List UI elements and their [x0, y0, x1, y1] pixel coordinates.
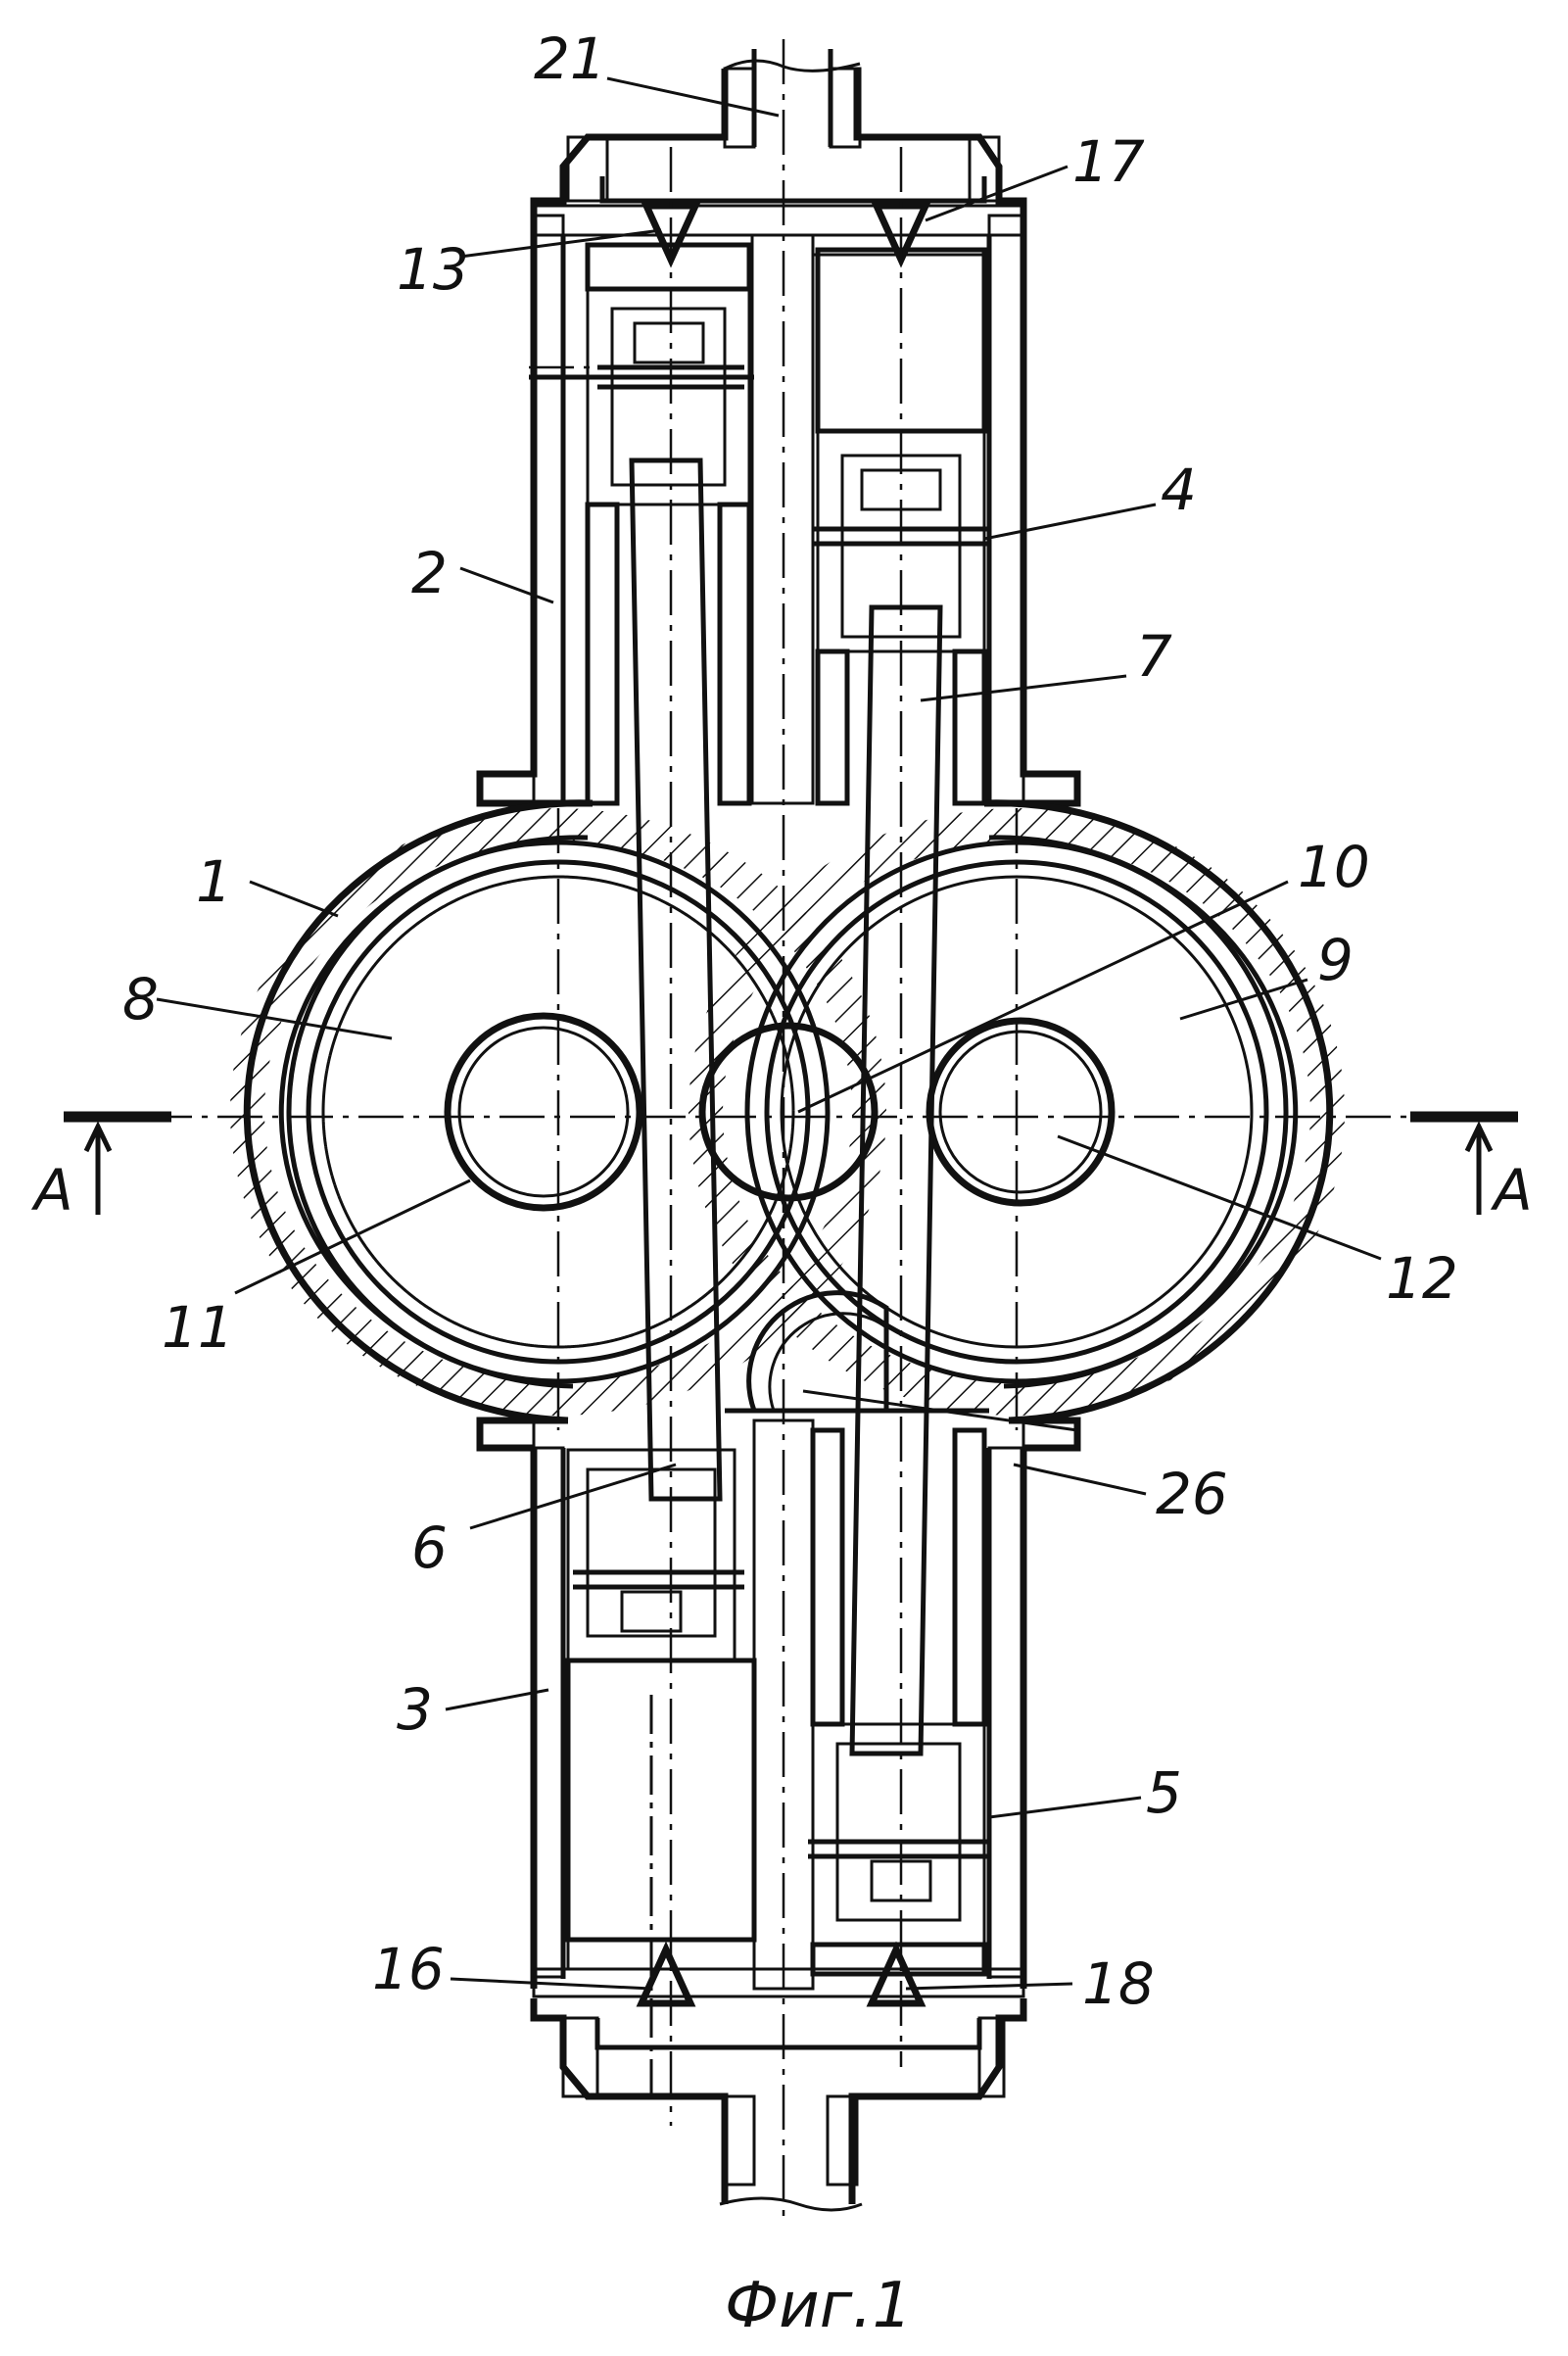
section-label-left: A [30, 1157, 73, 1224]
reference-labels: 21 17 13 4 2 7 10 1 9 8 12 11 26 6 3 5 1… [122, 25, 1458, 2017]
label-8: 8 [122, 966, 159, 1033]
label-6: 6 [411, 1515, 448, 1581]
label-2: 2 [411, 540, 448, 606]
figure-caption: Фиг.1 [725, 2270, 912, 2342]
valve-16 [636, 1941, 696, 2007]
label-1: 1 [196, 848, 232, 915]
label-3: 3 [397, 1676, 433, 1743]
rod-6 [629, 457, 723, 1502]
upper-cover [530, 67, 1027, 216]
upper-housing [476, 204, 1081, 807]
upper-shaft [724, 49, 861, 147]
lower-cover [530, 1998, 1027, 2212]
valve-18 [866, 1941, 927, 2007]
section-label-right: A [1490, 1157, 1533, 1224]
label-26: 26 [1156, 1461, 1228, 1527]
label-7: 7 [1136, 623, 1172, 690]
section-mark-right: A [1410, 1111, 1533, 1224]
shaft-10 [698, 1022, 879, 1202]
label-11: 11 [162, 1294, 234, 1361]
label-16: 16 [372, 1936, 445, 2002]
lower-right-piston [808, 1427, 989, 1977]
label-12: 12 [1386, 1245, 1458, 1312]
rod-7 [849, 604, 943, 1756]
label-17: 17 [1072, 128, 1145, 195]
leader-lines [156, 76, 1382, 1991]
label-21: 21 [534, 25, 606, 92]
label-10: 10 [1298, 834, 1370, 900]
label-4: 4 [1161, 457, 1197, 523]
lower-left-piston [565, 1448, 757, 2106]
center-lines [147, 39, 1430, 2224]
label-13: 13 [397, 236, 469, 303]
section-mark-left: A [30, 1111, 171, 1224]
upper-left-piston [529, 242, 754, 806]
label-5: 5 [1146, 1759, 1182, 1826]
lower-housing [530, 1418, 1027, 1998]
label-9: 9 [1317, 927, 1354, 993]
label-18: 18 [1082, 1950, 1155, 2017]
shaft-11 [444, 1012, 643, 1212]
